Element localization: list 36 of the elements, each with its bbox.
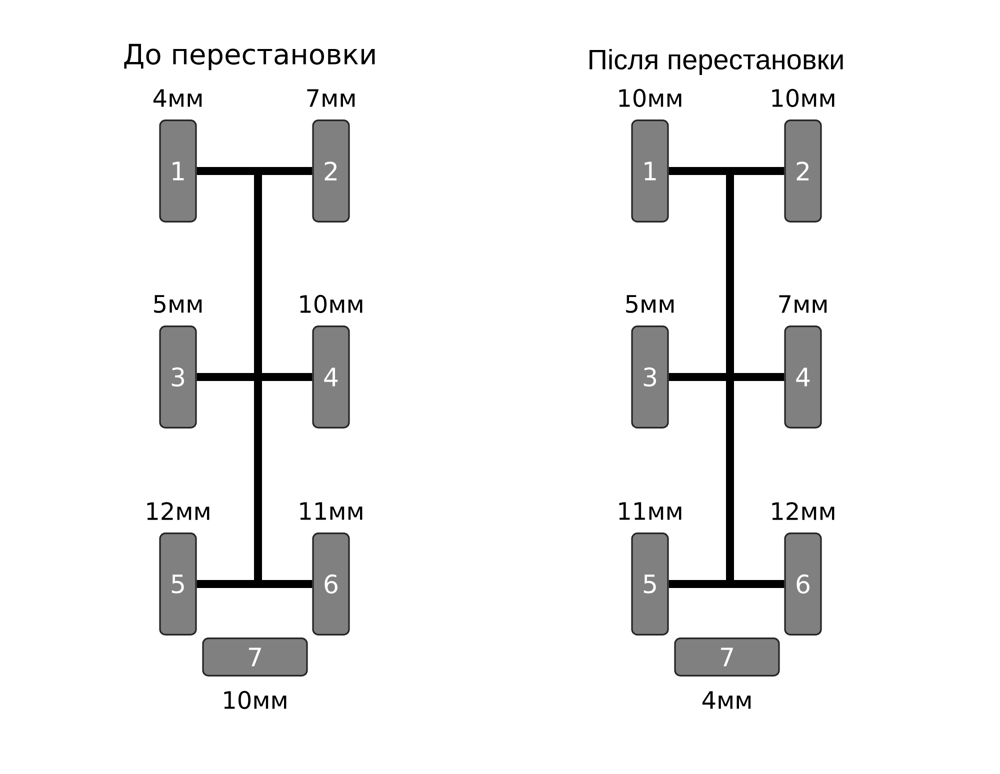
tread-depth: 12мм	[147, 502, 210, 520]
axle	[196, 167, 312, 175]
wheel: 7	[674, 638, 780, 676]
wheel: 1	[159, 120, 197, 222]
tread-depth: 10мм	[619, 88, 682, 108]
tread-depth: 4мм	[702, 691, 751, 709]
wheel: 3	[631, 326, 669, 428]
tread-depth: 10мм	[300, 294, 362, 314]
tread-depth: 12мм	[772, 502, 834, 520]
axle	[196, 580, 312, 588]
panel-title: До перестановки	[124, 44, 375, 70]
tread-depth: 4мм	[153, 89, 202, 107]
tread-depth: 11мм	[300, 502, 362, 520]
wheel: 5	[159, 532, 197, 636]
tread-depth: 10мм	[772, 88, 834, 108]
wheel: 7	[202, 638, 308, 676]
tread-depth: 7мм	[307, 89, 355, 107]
wheel: 3	[159, 326, 197, 428]
axle	[668, 167, 784, 175]
tread-depth: 7мм	[779, 295, 827, 313]
wheel: 1	[631, 120, 669, 222]
wheel: 2	[784, 120, 822, 222]
panel-title: Після перестановки	[590, 48, 843, 76]
tread-depth: 5мм	[626, 295, 674, 313]
wheel: 5	[631, 532, 669, 636]
wheel: 6	[312, 532, 350, 636]
tread-depth: 10мм	[224, 690, 286, 710]
axle	[668, 373, 784, 381]
axle	[668, 580, 784, 588]
axle	[196, 373, 312, 381]
wheel: 4	[784, 326, 822, 428]
wheel: 2	[312, 120, 350, 222]
tread-depth: 5мм	[154, 295, 202, 313]
wheel: 6	[784, 532, 822, 636]
tread-depth: 11мм	[619, 502, 682, 520]
wheel: 4	[312, 326, 350, 428]
